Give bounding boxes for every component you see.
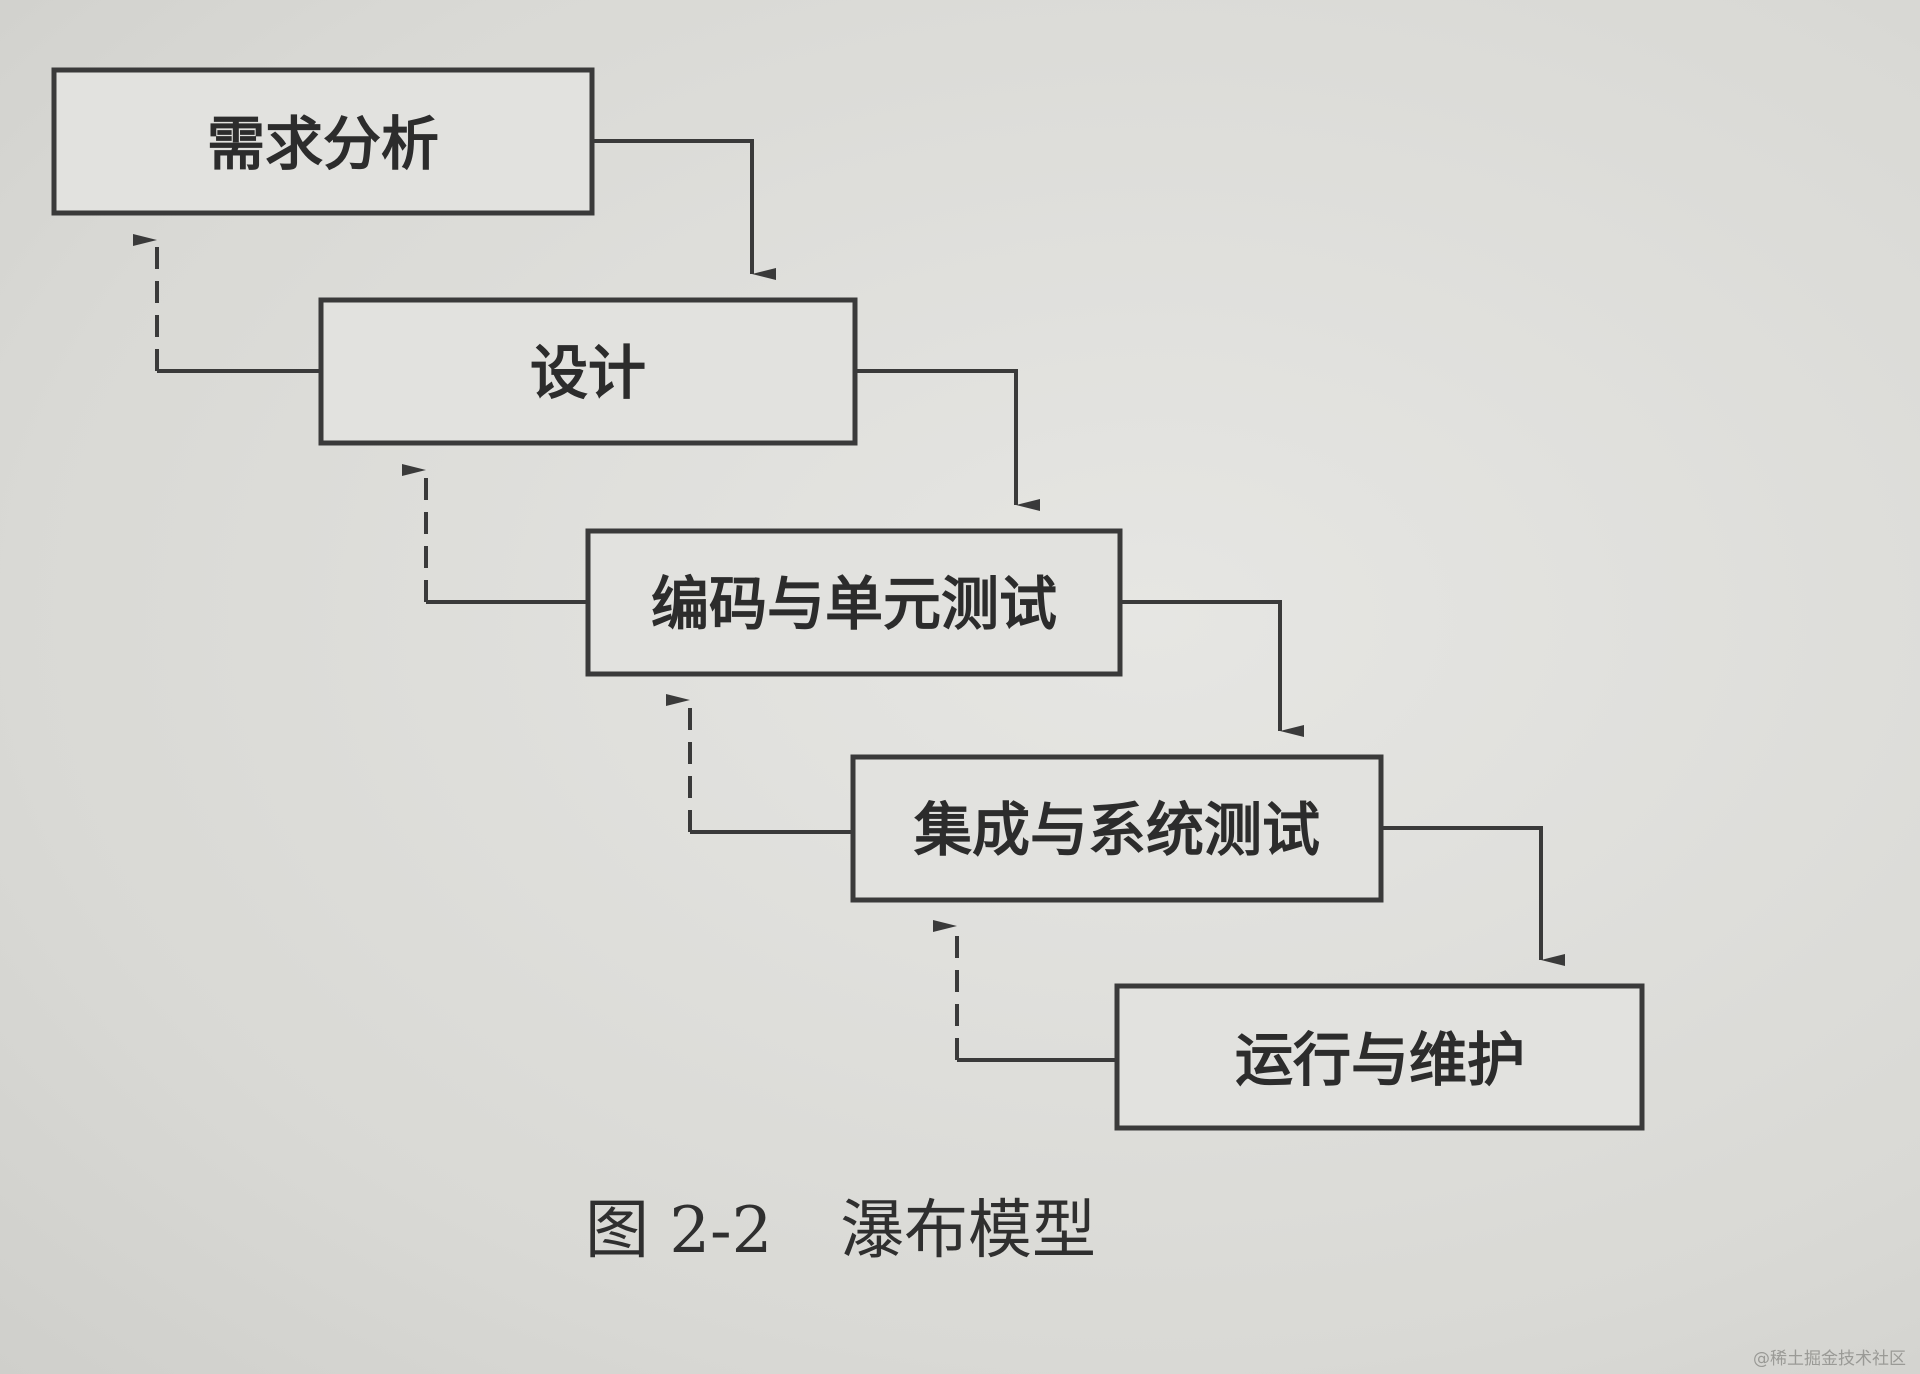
flow-arrow-coding-to-integration	[1120, 600, 1304, 737]
stage-box-design: 设计	[318, 297, 858, 446]
stage-label-coding: 编码与单元测试	[651, 570, 1057, 638]
stage-label-design: 设计	[530, 339, 646, 407]
flow-arrow-design-to-coding	[855, 369, 1040, 511]
figure-number: 图 2-2	[585, 1194, 772, 1268]
stage-box-requirements: 需求分析	[51, 67, 595, 216]
figure-title: 瀑布模型	[840, 1194, 1096, 1268]
flow-arrow-integration-to-operation	[1381, 826, 1565, 966]
watermark: @稀土掘金技术社区	[1753, 1349, 1906, 1369]
flow-arrow-requirements-to-design	[592, 139, 776, 280]
stage-box-coding: 编码与单元测试	[585, 528, 1123, 677]
stage-label-requirements: 需求分析	[207, 110, 439, 178]
stage-label-integration: 集成与系统测试	[913, 796, 1320, 864]
stage-box-operation: 运行与维护	[1114, 983, 1645, 1131]
stage-label-operation: 运行与维护	[1235, 1026, 1525, 1094]
stage-box-integration: 集成与系统测试	[850, 754, 1384, 903]
